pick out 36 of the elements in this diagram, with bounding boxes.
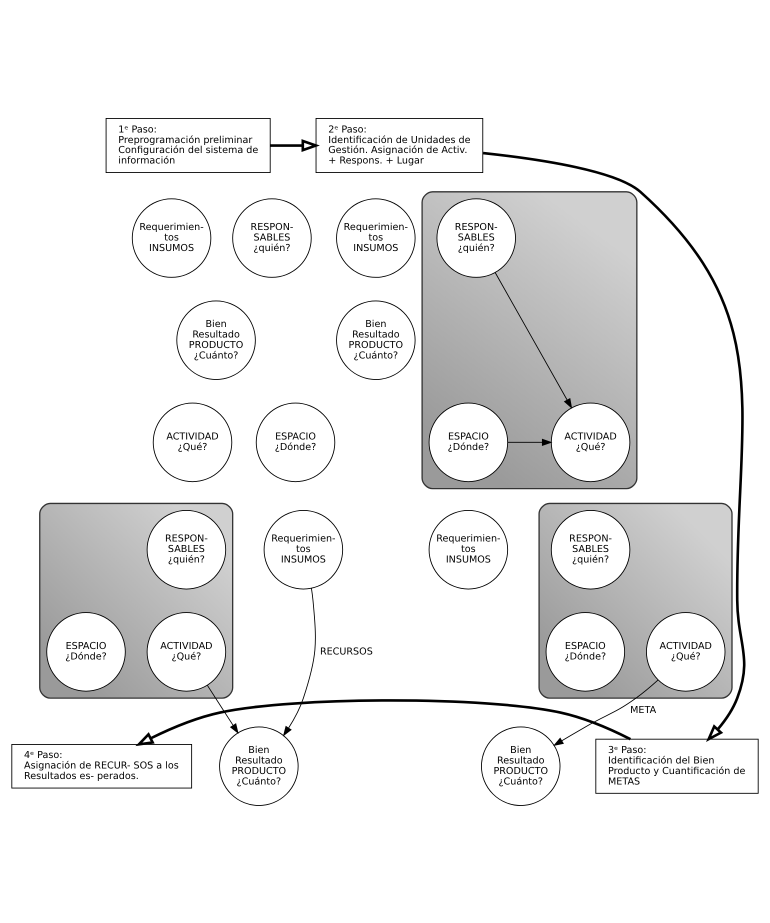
edge-label: RECURSOS [320, 646, 373, 657]
node-circle: RESPON- SABLES ¿quién? [146, 510, 226, 589]
node-circle: ESPACIO ¿Dónde? [256, 402, 336, 482]
arrow [494, 272, 572, 408]
node-circle: Requerimien- tos INSUMOS [132, 198, 212, 278]
arrow [282, 587, 316, 736]
arrow [206, 684, 239, 734]
arrow [553, 679, 658, 746]
node-circle: ACTIVIDAD ¿Qué? [146, 612, 226, 692]
cluster [421, 190, 638, 489]
edge-label: META [630, 704, 656, 716]
node-circle: Requerimien- tos INSUMOS [264, 510, 344, 589]
node-circle: Bien Resultado PRODUCTO ¿Cuánto? [481, 726, 560, 806]
arrow [135, 698, 632, 746]
node-circle: Requerimien- tos INSUMOS [428, 510, 508, 589]
node-circle: ACTIVIDAD ¿Qué? [152, 402, 232, 482]
node-circle: RESPON- SABLES ¿quién? [550, 510, 630, 589]
node-box: 1ᵉ Paso: Preprogramación preliminar Configuración del sistema de información [106, 118, 271, 173]
node-box: 2ᵉ Paso: Identificación de Unidades de Gestión. Asignación de Activ. + Respons. + Lugar [316, 118, 484, 173]
node-box: 3ᵉ Paso: Identificación del Bien Producto y Cuantificación de METAS [595, 738, 759, 794]
node-circle: ESPACIO ¿Dónde? [546, 612, 626, 692]
cluster [538, 502, 733, 698]
node-box: 4ᵉ Paso: Asignación de RECUR- SOS a los Resultados es- perados. [11, 743, 192, 788]
node-circle: RESPON- SABLES ¿quién? [232, 198, 312, 278]
node-circle: ESPACIO ¿Dónde? [428, 402, 508, 482]
node-circle: Bien Resultado PRODUCTO ¿Cuánto? [176, 300, 256, 380]
node-circle: ACTIVIDAD ¿Qué? [646, 612, 726, 692]
arrow [270, 138, 320, 152]
cluster [39, 502, 234, 698]
arrow [507, 438, 552, 446]
node-circle: Requerimien- tos INSUMOS [336, 198, 416, 278]
node-circle: ESPACIO ¿Dónde? [46, 612, 126, 692]
node-circle: Bien Resultado PRODUCTO ¿Cuánto? [336, 300, 416, 380]
node-circle: RESPON- SABLES ¿quién? [436, 198, 516, 278]
arrow [482, 151, 746, 742]
node-circle: ACTIVIDAD ¿Qué? [550, 402, 630, 482]
